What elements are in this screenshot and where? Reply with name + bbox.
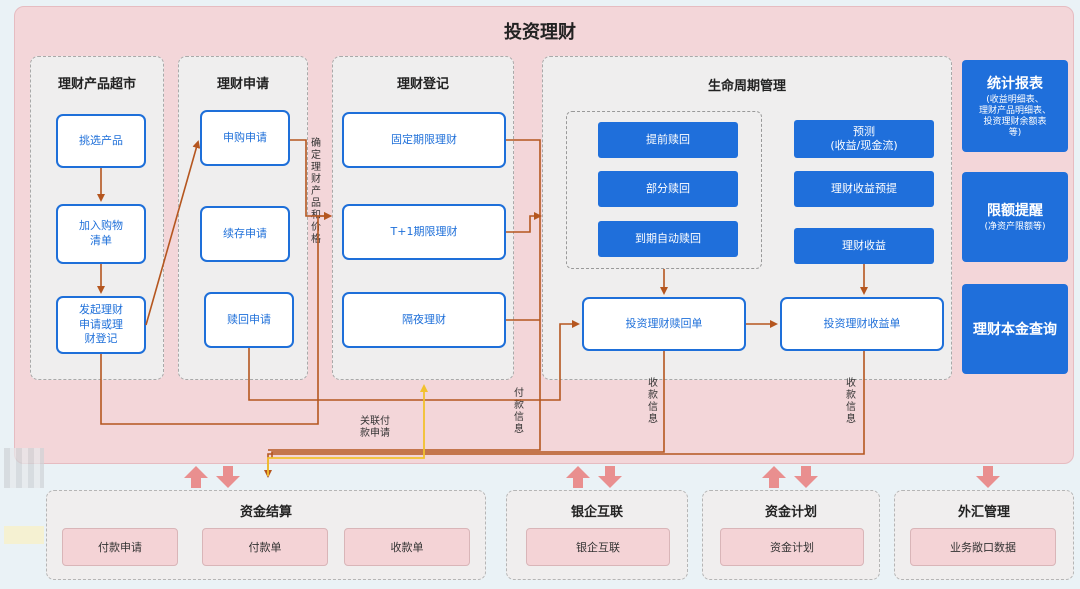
side-limit-alert: 限额提醒 (净资产限额等) bbox=[962, 172, 1068, 262]
node-purchase-request: 申购申请 bbox=[200, 110, 290, 166]
item-payment-doc: 付款单 bbox=[202, 528, 328, 566]
group-title: 理财登记 bbox=[396, 77, 449, 92]
side-statistics-report: 统计报表 (收益明细表、 理财产品明细表、 投资理财余额表 等) bbox=[962, 60, 1068, 152]
side-subtitle: (净资产限额等) bbox=[984, 222, 1046, 233]
node-income-accrual: 理财收益预提 bbox=[794, 171, 934, 207]
side-subtitle: (收益明细表、 理财产品明细表、 投资理财余额表 等) bbox=[978, 94, 1051, 139]
label-receipt-info-1: 收 款 信 息 bbox=[648, 378, 658, 425]
item-forex-exposure: 业务敞口数据 bbox=[910, 528, 1056, 566]
redeem-options-box bbox=[566, 111, 762, 269]
label-receipt-info-2: 收 款 信 息 bbox=[846, 378, 856, 425]
group-title: 生命周期管理 bbox=[707, 79, 786, 94]
node-t1-term: T+1期限理财 bbox=[342, 204, 506, 260]
label-payment-info: 付 款 信 息 bbox=[514, 388, 524, 435]
node-forecast: 预测 (收益/现金流) bbox=[794, 120, 934, 158]
bottom-title: 资金计划 bbox=[764, 505, 817, 520]
node-redeem-doc: 投资理财赎回单 bbox=[582, 297, 746, 351]
node-select-product: 挑选产品 bbox=[56, 114, 146, 168]
bottom-title: 银企互联 bbox=[570, 505, 623, 520]
node-partial-redeem: 部分赎回 bbox=[598, 171, 738, 207]
node-income-doc: 投资理财收益单 bbox=[780, 297, 944, 351]
side-title: 统计报表 bbox=[987, 75, 1043, 92]
node-overnight: 隔夜理财 bbox=[342, 292, 506, 348]
group-title: 理财申请 bbox=[216, 77, 269, 92]
node-add-cart: 加入购物 清单 bbox=[56, 204, 146, 264]
node-start-request: 发起理财 申请或理 财登记 bbox=[56, 296, 146, 354]
item-receipt-doc: 收款单 bbox=[344, 528, 470, 566]
node-early-redeem: 提前赎回 bbox=[598, 122, 738, 158]
node-redeem-request: 赎回申请 bbox=[204, 292, 294, 348]
transfer-up-arrow bbox=[184, 466, 208, 488]
label-link-payment: 关联付 款申请 bbox=[360, 416, 390, 439]
diagram-title: 投资理财 bbox=[504, 22, 576, 43]
item-payment-request: 付款申请 bbox=[62, 528, 178, 566]
bottom-title: 外汇管理 bbox=[957, 505, 1010, 520]
bottom-title: 资金结算 bbox=[239, 505, 292, 520]
blurred-area bbox=[4, 448, 44, 488]
transfer-down-arrow bbox=[216, 466, 240, 488]
side-title: 限额提醒 bbox=[987, 203, 1043, 220]
group-title: 理财产品超市 bbox=[57, 77, 136, 92]
transfer-arrows bbox=[184, 466, 1000, 488]
transfer-down-arrow bbox=[794, 466, 818, 488]
item-bank-link: 银企互联 bbox=[526, 528, 670, 566]
side-title: 理财本金查询 bbox=[973, 322, 1057, 338]
node-income: 理财收益 bbox=[794, 228, 934, 264]
node-renew-request: 续存申请 bbox=[200, 206, 290, 262]
blurred-area bbox=[4, 526, 44, 544]
transfer-up-arrow bbox=[762, 466, 786, 488]
node-fixed-term: 固定期限理财 bbox=[342, 112, 506, 168]
item-fund-plan: 资金计划 bbox=[720, 528, 864, 566]
transfer-up-arrow bbox=[566, 466, 590, 488]
side-principal-query: 理财本金查询 bbox=[962, 284, 1068, 374]
transfer-down-arrow bbox=[598, 466, 622, 488]
transfer-down-arrow bbox=[976, 466, 1000, 488]
node-auto-redeem: 到期自动赎回 bbox=[598, 221, 738, 257]
label-confirm-product-price: 确 定 理 财 产 品 和 价 格 bbox=[311, 138, 321, 245]
